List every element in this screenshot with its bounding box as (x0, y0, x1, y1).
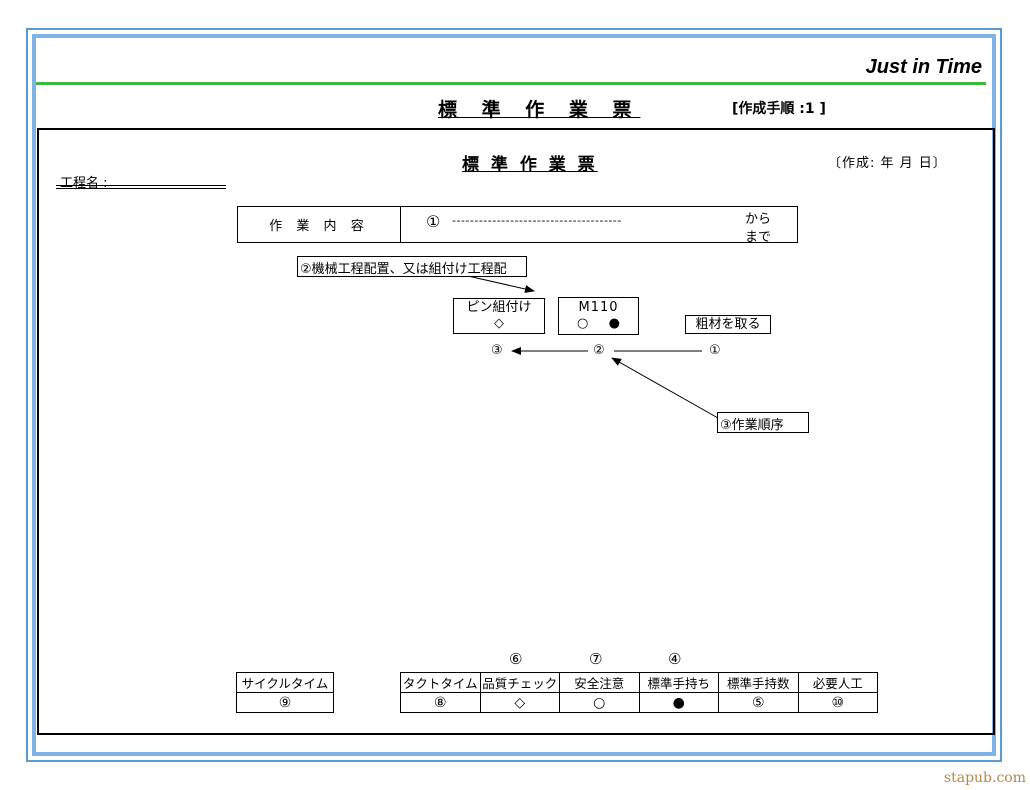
layout-callout-arrow (467, 275, 535, 293)
process-name-label: 工程名 : (60, 176, 108, 191)
value-quality-check: ◇ (479, 692, 560, 713)
sheet-title: 標 準 作 業 票 (462, 155, 598, 175)
cycle-time-table: サイクルタイム ⑨ (236, 672, 334, 713)
value-safety: ○ (559, 692, 640, 713)
flow-node-3: ③ (491, 343, 503, 358)
station-pin-label: ピン組付け (466, 300, 532, 315)
station-pin-symbol: ◇ (494, 316, 504, 331)
procedure-label: [作成手順 :1 ] (732, 101, 826, 117)
header-safety: 安全注意 (559, 672, 640, 693)
flow-node-2: ② (593, 343, 605, 358)
work-content-marker: ① (426, 212, 441, 231)
value-standard-stock-count: ⑤ (718, 692, 799, 713)
header-takt-time: タクトタイム (400, 672, 481, 693)
header-divider (36, 82, 986, 85)
marker-safety: ⑦ (589, 650, 603, 668)
raw-material-label: 粗材を取る (685, 315, 771, 334)
to-label: まで (745, 230, 772, 245)
cycle-time-value: ⑨ (236, 692, 334, 713)
from-label: から (745, 212, 772, 227)
work-content-box (237, 206, 798, 243)
header-standard-stock: 標準手持ち (638, 672, 719, 693)
process-name-underline (56, 185, 226, 189)
station-pin-assembly: ピン組付け ◇ (453, 298, 545, 334)
flow-node-1: ① (709, 343, 721, 358)
station-machine: M110 ○ ● (558, 297, 639, 335)
safety-symbol: ○ (577, 316, 589, 331)
brand-text: Just in Time (865, 56, 982, 78)
value-standard-stock: ● (638, 692, 719, 713)
layout-callout: ②機械工程配置、又は組付け工程配 (297, 256, 527, 277)
summary-table: タクトタイム 品質チェック 安全注意 標準手持ち 標準手持数 必要人工 ⑧ ◇ … (400, 672, 878, 713)
station-machine-symbols: ○ ● (559, 316, 638, 332)
created-date: 〔作成: 年 月 日〕 (828, 156, 947, 171)
order-callout: ③作業順序 (717, 412, 809, 433)
watermark: stapub.com (943, 770, 1026, 786)
worksheet (37, 128, 995, 735)
value-required-labor: ⑩ (797, 692, 878, 713)
cycle-time-header: サイクルタイム (236, 672, 334, 693)
marker-stock: ④ (668, 650, 682, 668)
header-quality-check: 品質チェック (479, 672, 560, 693)
outer-frame (26, 28, 1002, 762)
marker-quality: ⑥ (509, 650, 523, 668)
order-callout-arrow (611, 357, 719, 419)
stock-symbol: ● (608, 316, 620, 331)
station-machine-label: M110 (578, 300, 619, 315)
value-takt-time: ⑧ (400, 692, 481, 713)
work-content-label: 作 業 内 容 (238, 207, 401, 242)
work-content-dashes: -------------------------------------- (452, 214, 622, 227)
header-standard-stock-count: 標準手持数 (718, 672, 799, 693)
header-required-labor: 必要人工 (797, 672, 878, 693)
header-title: 標 準 作 業 票 (438, 99, 641, 121)
